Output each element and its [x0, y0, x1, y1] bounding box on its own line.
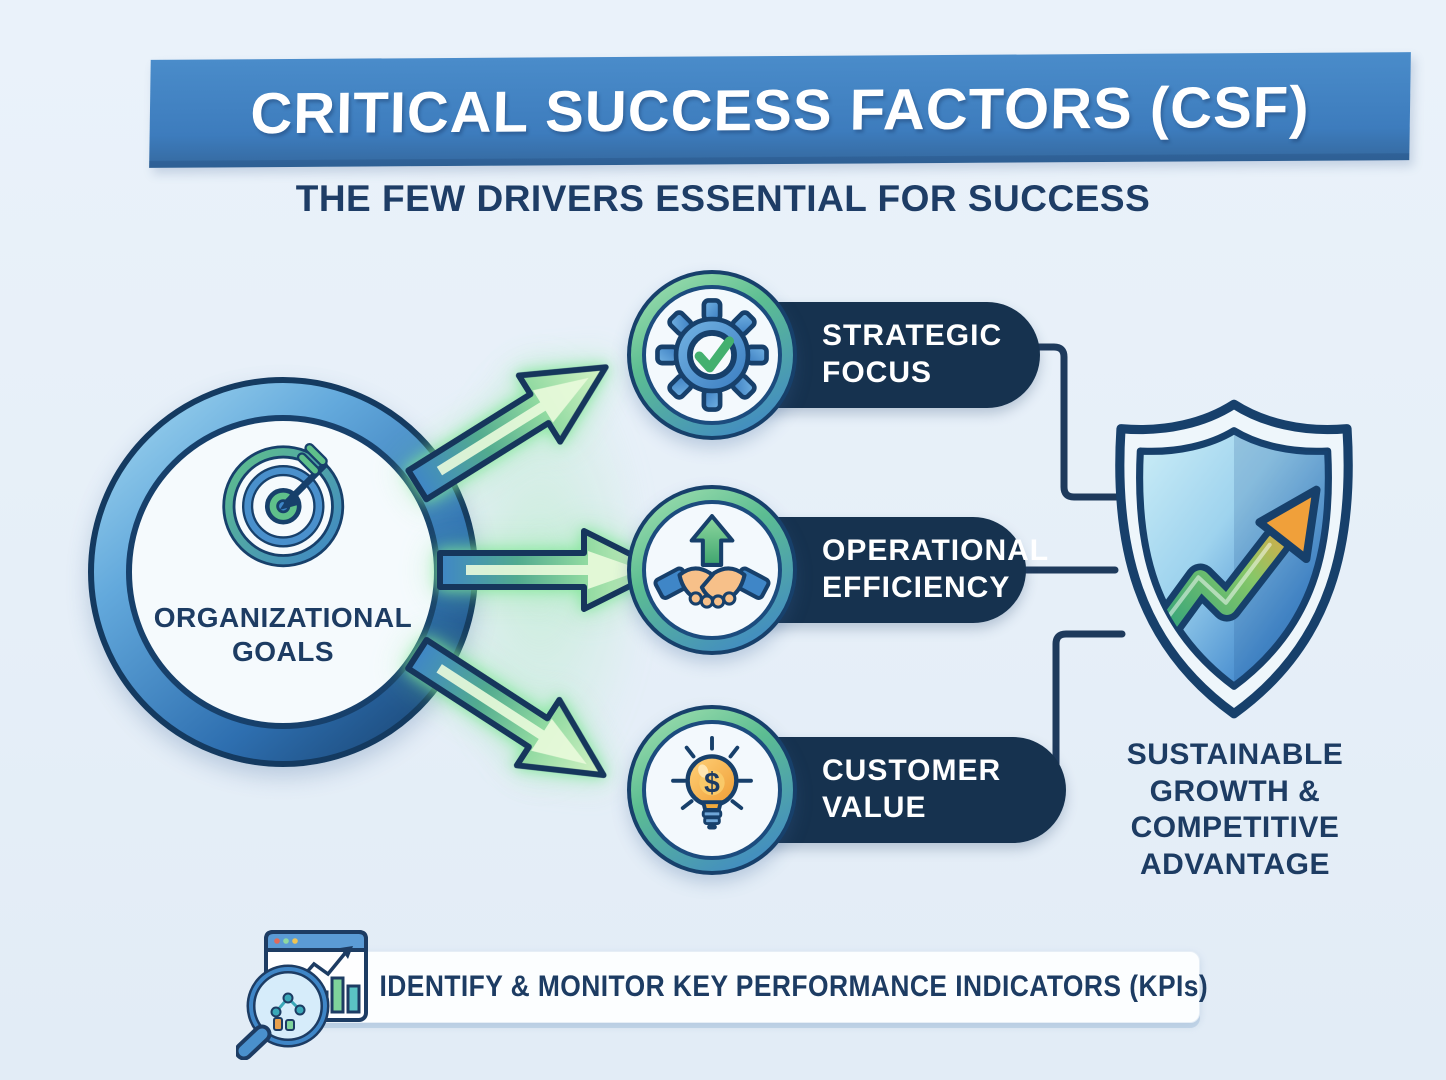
circle-customer-value: $ — [627, 705, 797, 875]
page-subtitle: THE FEW DRIVERS ESSENTIAL FOR SUCCESS — [295, 178, 1151, 219]
arrow-to-strategic-focus — [388, 323, 636, 530]
hub-label: ORGANIZATIONAL GOALS — [153, 602, 413, 667]
arrow-to-operational-efficiency — [436, 520, 666, 620]
footer-banner: IDENTIFY & MONITOR KEY PERFORMANCE INDIC… — [303, 951, 1208, 1023]
circle-operational-efficiency — [627, 485, 797, 655]
kpi-magnifier-dashboard-icon — [236, 930, 368, 1060]
title-banner: CRITICAL SUCCESS FACTORS (CSF) — [149, 52, 1411, 168]
circle-strategic-focus — [627, 270, 797, 440]
gear-check-icon — [655, 298, 769, 412]
lightbulb-dollar-icon: $ — [671, 735, 753, 830]
outcome-label: SUSTAINABLE GROWTH & COMPETITIVE ADVANTA… — [1126, 738, 1344, 881]
handshake-growth-icon — [653, 514, 771, 609]
arrow-to-customer-value — [387, 610, 634, 819]
dollar-glyph: $ — [704, 766, 720, 798]
footer-text: IDENTIFY & MONITOR KEY PERFORMANCE INDIC… — [379, 970, 1209, 1003]
shield-growth-arrow-icon — [1115, 399, 1353, 719]
page-title: CRITICAL SUCCESS FACTORS (CSF) — [249, 74, 1311, 146]
target-dart-icon — [222, 442, 345, 568]
